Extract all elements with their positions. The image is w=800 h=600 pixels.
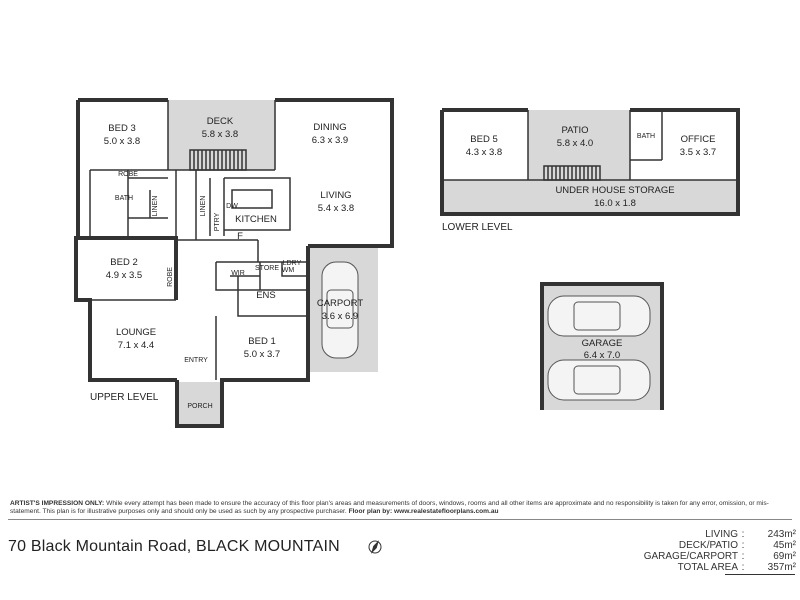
dining-name: DINING: [313, 122, 346, 133]
footer: ARTIST'S IMPRESSION ONLY: While every at…: [0, 496, 800, 600]
bed2-name: BED 2: [110, 257, 137, 268]
f-label: F: [237, 231, 243, 242]
kitchen-bench: [231, 189, 273, 209]
lounge-dims: 7.1 x 4.4: [118, 340, 154, 351]
interior-walls: [89, 169, 308, 380]
property-address: 70 Black Mountain Road, BLACK MOUNTAIN: [8, 538, 340, 555]
area-label: GARAGE/CARPORT: [643, 551, 738, 562]
carport-name: CARPORT: [317, 298, 363, 309]
garage-name: GARAGE: [582, 338, 623, 349]
office-name: OFFICE: [681, 134, 716, 145]
bed1-dims: 5.0 x 3.7: [244, 349, 280, 360]
area-colon: :: [741, 562, 745, 573]
porch-wall: [175, 380, 224, 428]
dw-label: DW: [226, 203, 238, 210]
area-summary: LIVING: 243m² DECK/PATIO: 45m² GARAGE/CARP…: [640, 529, 796, 573]
area-value: 357m²: [767, 562, 796, 573]
area-colon: :: [741, 540, 745, 551]
robe-label: ROBE: [118, 171, 138, 178]
bed5-name: BED 5: [470, 134, 497, 145]
dining-dims: 6.3 x 3.9: [312, 135, 348, 146]
footer-divider: [8, 519, 792, 520]
ens-label: ENS: [256, 290, 276, 301]
area-row-garage: GARAGE/CARPORT: 69m²: [640, 551, 796, 562]
deck-name: DECK: [207, 116, 234, 127]
area-label: DECK/PATIO: [678, 540, 738, 551]
area-total-rule: [725, 574, 795, 575]
ptry-label: PTRY: [214, 212, 221, 231]
porch-area: [177, 382, 222, 426]
bed2-dims: 4.9 x 3.5: [106, 270, 142, 281]
patio-dims: 5.8 x 4.0: [557, 138, 593, 149]
lounge-name: LOUNGE: [116, 327, 156, 338]
area-row-deck: DECK/PATIO: 45m²: [640, 540, 796, 551]
area-colon: :: [741, 551, 745, 562]
deck-stairs: [189, 149, 247, 171]
area-row-living: LIVING: 243m²: [640, 529, 796, 540]
upper-level-plan: BED 3 5.0 x 3.8 DECK 5.8 x 3.8 DINING 6.…: [74, 98, 394, 428]
garage-plan: GARAGE 6.4 x 7.0: [540, 282, 664, 410]
kitchen-name: KITCHEN: [235, 214, 277, 225]
garage-dims: 6.4 x 7.0: [584, 350, 620, 361]
storage-name: UNDER HOUSE STORAGE: [555, 185, 674, 196]
disclaimer-lead: ARTIST'S IMPRESSION ONLY:: [10, 500, 105, 507]
area-value: 69m²: [773, 551, 796, 562]
bath-lower-label: BATH: [637, 133, 655, 140]
area-label: TOTAL AREA: [677, 562, 738, 573]
porch-label: PORCH: [187, 403, 212, 410]
deck-dims: 5.8 x 3.8: [202, 129, 238, 140]
living-dims: 5.4 x 3.8: [318, 203, 354, 214]
upper-outer-wall: [74, 98, 394, 382]
area-label: LIVING: [705, 529, 738, 540]
garage-car-bottom: [547, 359, 651, 401]
carport-dims: 3.6 x 6.9: [322, 311, 358, 322]
storage-area: [442, 180, 738, 214]
north-arrow-icon: [368, 540, 382, 554]
patio-name: PATIO: [561, 125, 588, 136]
disclaimer-body: While every attempt has been made to ens…: [10, 500, 769, 516]
wm-label: WM: [282, 267, 295, 274]
area-colon: :: [741, 529, 745, 540]
store-label: STORE: [255, 265, 279, 272]
upper-level-label: UPPER LEVEL: [90, 392, 159, 403]
living-name: LIVING: [320, 190, 351, 201]
bed3-name: BED 3: [108, 123, 135, 134]
credit-label: Floor plan by:: [348, 508, 393, 516]
credit-url: www.realestatefloorplans.com.au: [394, 508, 499, 516]
office-dims: 3.5 x 3.7: [680, 147, 716, 158]
carport-car: [321, 261, 359, 359]
linen-label: LINEN: [152, 196, 159, 217]
area-row-total: TOTAL AREA: 357m²: [640, 562, 796, 573]
bath-label: BATH: [115, 195, 133, 202]
bed3-dims: 5.0 x 3.8: [104, 136, 140, 147]
area-value: 243m²: [767, 529, 796, 540]
lower-level-label: LOWER LEVEL: [442, 222, 513, 233]
garage-car-top: [547, 295, 651, 337]
ldry-label: LDRY: [283, 260, 302, 267]
storage-dims: 16.0 x 1.8: [594, 198, 636, 209]
area-value: 45m²: [773, 540, 796, 551]
linen2-label: LINEN: [200, 196, 207, 217]
lower-level-plan: BED 5 4.3 x 3.8 PATIO 5.8 x 4.0 BATH OFF…: [440, 108, 740, 233]
disclaimer: ARTIST'S IMPRESSION ONLY: While every at…: [10, 500, 790, 517]
wir-label: WIR: [231, 270, 245, 277]
garage-wall: [540, 282, 664, 410]
patio-area: [528, 110, 630, 180]
entry-label: ENTRY: [184, 357, 208, 364]
bed5-dims: 4.3 x 3.8: [466, 147, 502, 158]
robe2-label: ROBE: [167, 267, 174, 287]
patio-stairs: [543, 165, 601, 181]
bed1-name: BED 1: [248, 336, 275, 347]
